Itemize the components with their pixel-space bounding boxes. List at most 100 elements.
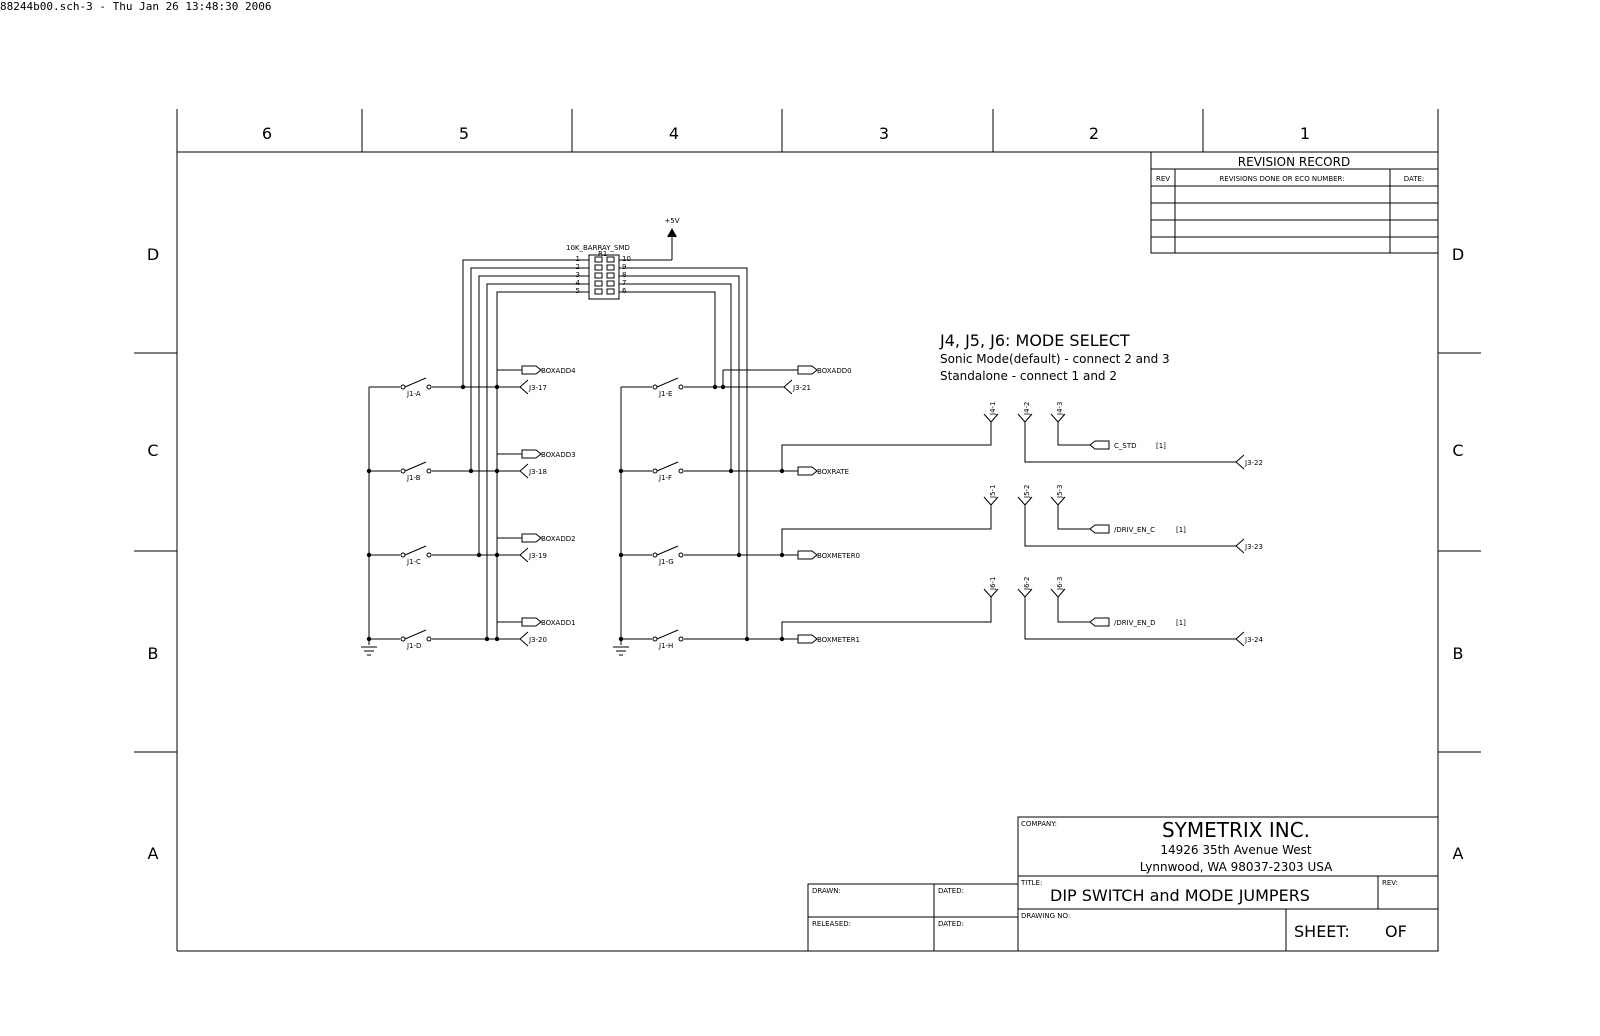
junction-dot-18 <box>744 636 750 642</box>
switch-contact-b-4 <box>678 384 684 390</box>
resistor-name: 10K_BARRAY_SMD <box>566 244 630 252</box>
row-label-c-left: C <box>147 441 158 460</box>
net-labels: BOXADD4 BOXADD3 BOXADD2 BOXADD1 BOXADD0 … <box>541 367 860 644</box>
row-label-d-left: D <box>147 245 159 264</box>
jumper-pin-5 <box>1050 496 1066 506</box>
dated-label: DATED: <box>938 887 964 895</box>
switch-contact-a-5 <box>652 468 658 474</box>
switch-contact-a-4 <box>652 384 658 390</box>
jumper-label-j4-2: J4-2 <box>1023 402 1031 417</box>
junction-dot-3 <box>460 384 466 390</box>
resistor-element-4 <box>594 280 603 287</box>
jumper-label-j4-3: J4-3 <box>1056 402 1064 417</box>
net-label-boxadd4: BOXADD4 <box>541 367 576 375</box>
conn-label-j3-17: J3-17 <box>528 384 547 392</box>
junction-dot-17 <box>736 552 742 558</box>
resistor-element-6 <box>606 256 615 263</box>
flag-c-std <box>1089 440 1110 450</box>
pullup-nets <box>462 259 748 639</box>
connector-symbols <box>519 379 1245 647</box>
resistor-element-7 <box>606 264 615 271</box>
resistor-pin-7: 7 <box>622 279 626 287</box>
jumper-conn-j3-22: J3-22 <box>1244 459 1263 467</box>
conn-j3-17 <box>519 379 529 395</box>
switch-label-j1-g: J1-G <box>658 558 674 566</box>
resistor-pin-8: 8 <box>622 271 626 279</box>
flag-boxrate <box>797 466 818 476</box>
jumper-net-driv-en-d: /DRIV_EN_D <box>1114 619 1156 627</box>
resistor-element-3 <box>594 272 603 279</box>
junction-dot-0 <box>366 468 372 474</box>
junction-dot-9 <box>494 468 500 474</box>
conn-j3-23 <box>1235 538 1245 554</box>
switch-lever-7 <box>656 629 679 640</box>
jumper-pin-labels: J4-1 J4-2 J4-3 J5-1 J5-2 J5-3 J6-1 J6-2 … <box>989 402 1064 592</box>
revision-col-desc: REVISIONS DONE OR ECO NUMBER: <box>1219 175 1344 183</box>
junction-dot-15 <box>720 384 726 390</box>
jumper-label-j6-2: J6-2 <box>1023 577 1031 592</box>
flag-boxadd3 <box>521 449 542 459</box>
conn-label-j3-19: J3-19 <box>528 552 547 560</box>
company-name: SYMETRIX INC. <box>1162 818 1310 842</box>
jumper-net-flag-1: [1] <box>1156 442 1166 450</box>
resistor-element-5 <box>594 288 603 295</box>
junction-dot-20 <box>779 552 785 558</box>
mode-select-note: J4, J5, J6: MODE SELECT Sonic Mode(defau… <box>939 331 1170 383</box>
conn-j3-19 <box>519 547 529 563</box>
switch-lever-2 <box>404 545 427 556</box>
col-label-2: 2 <box>1089 124 1099 143</box>
switch-contact-b-2 <box>426 552 432 558</box>
drawn-label: DRAWN: <box>812 887 841 895</box>
row-label-b-left: B <box>148 644 159 663</box>
title-block: COMPANY: SYMETRIX INC. 14926 35th Avenue… <box>807 816 1439 952</box>
jumper-label-j6-1: J6-1 <box>989 577 997 592</box>
col-label-6: 6 <box>262 124 272 143</box>
conn-j3-18 <box>519 463 529 479</box>
jumper-pins <box>983 413 1066 598</box>
resistor-ref: R1 <box>598 250 607 258</box>
switch-label-j1-h: J1-H <box>658 642 673 650</box>
row-label-a-left: A <box>148 844 159 863</box>
resistor-element-1 <box>594 256 603 263</box>
jumper-pin-4 <box>1017 496 1033 506</box>
mode-line-1: Sonic Mode(default) - connect 2 and 3 <box>940 352 1170 366</box>
jumper-pin-0 <box>983 413 999 423</box>
column-labels: 6 5 4 3 2 1 <box>262 124 1310 143</box>
switch-lever-3 <box>404 629 427 640</box>
net-label-boxadd2: BOXADD2 <box>541 535 576 543</box>
resistor-pin-1: 1 <box>576 255 580 263</box>
net-label-boxrate: BOXRATE <box>817 468 849 476</box>
title-label: TITLE: <box>1020 879 1042 887</box>
flag-boxadd1 <box>521 617 542 627</box>
switch-lever-4 <box>656 377 679 388</box>
drawing-no-label: DRAWING NO: <box>1021 912 1070 920</box>
junction-dot-2 <box>366 636 372 642</box>
junction-dot-14 <box>712 384 718 390</box>
junction-dot-8 <box>494 384 500 390</box>
resistor-element-8 <box>606 272 615 279</box>
resistor-pin-3: 3 <box>576 271 580 279</box>
row-label-d-right: D <box>1452 245 1464 264</box>
net-label-boxadd3: BOXADD3 <box>541 451 576 459</box>
switch-label-j1-d: J1-D <box>406 642 421 650</box>
net-label-boxmeter1: BOXMETER1 <box>817 636 860 644</box>
resistor-pin-9: 9 <box>622 263 626 271</box>
resistor-pin-5: 5 <box>576 287 580 295</box>
flag-boxmeter1 <box>797 634 818 644</box>
jumper-pin-6 <box>983 588 999 598</box>
revision-record: REVISION RECORD REV REVISIONS DONE OR EC… <box>1150 151 1439 254</box>
power-label: +5V <box>664 217 679 225</box>
switch-labels: J1-A J1-B J1-C J1-D J1-E J1-F J1-G J1-H <box>406 390 674 650</box>
left-output-wiring <box>432 369 522 640</box>
connector-labels: J3-17 J3-18 J3-19 J3-20 J3-21 <box>528 384 811 644</box>
rev-label: REV: <box>1382 879 1398 887</box>
junction-dot-1 <box>366 552 372 558</box>
conn-label-j3-21: J3-21 <box>792 384 811 392</box>
switch-label-j1-e: J1-E <box>658 390 672 398</box>
junction-dot-16 <box>728 468 734 474</box>
resistor-element-2 <box>594 264 603 271</box>
jumper-pin-1 <box>1017 413 1033 423</box>
net-flags <box>521 365 1110 644</box>
jumper-label-j5-2: J5-2 <box>1023 485 1031 500</box>
